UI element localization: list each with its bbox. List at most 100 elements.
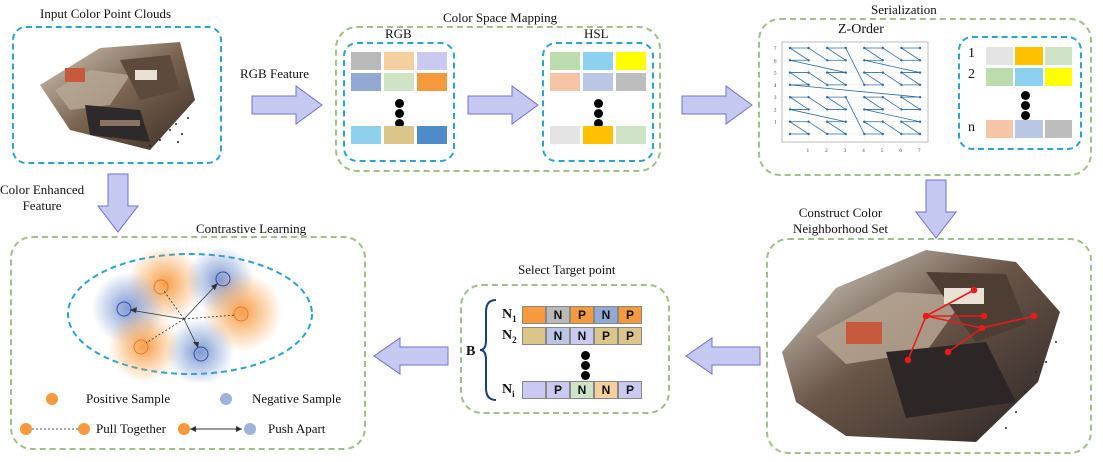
arrow-to-contrastive	[373, 337, 449, 375]
zorder-xtick: 7	[918, 149, 921, 154]
zorder-point	[844, 46, 847, 50]
zorder-point	[825, 46, 829, 50]
arrow-down-right	[914, 179, 958, 239]
row-ni-name: N	[502, 382, 513, 397]
neighborhood-point-cloud-image	[782, 250, 1060, 442]
input-cloud-box	[12, 26, 222, 164]
construct-label: Construct Color Neighborhood Set	[793, 205, 888, 237]
rgb-cell	[351, 52, 381, 70]
rgb-cell	[351, 126, 381, 144]
row-n2-label: N2	[502, 328, 517, 345]
hsl-cell	[616, 52, 646, 70]
contrastive-box	[10, 236, 366, 450]
color-space-box	[335, 26, 661, 172]
zorder-point	[844, 71, 847, 74]
hsl-cell	[550, 73, 580, 91]
b-label: B	[466, 344, 476, 359]
serial-cell	[1044, 68, 1072, 86]
legend-positive-label: Positive Sample	[86, 391, 171, 406]
zorder-point	[825, 120, 829, 123]
zorder-xtick: 1	[807, 149, 810, 154]
rgb-box	[343, 42, 455, 162]
row-n1-label: N1	[502, 307, 517, 324]
zorder-point	[900, 95, 903, 99]
rgb-cell	[417, 73, 447, 91]
serial-cell	[986, 47, 1014, 65]
serial-row-label-1: 1	[968, 46, 975, 61]
serial-cell	[1015, 47, 1043, 65]
zorder-point	[788, 95, 792, 99]
zorder-point	[881, 46, 885, 50]
rgb-grid-top	[351, 52, 447, 91]
construct-line1: Construct Color	[798, 205, 883, 220]
arrow-rgb-to-hsl	[467, 85, 539, 125]
zorder-ytick: 3	[774, 96, 777, 101]
select-title: Select Target point	[518, 262, 616, 277]
row-n2-sub: 2	[512, 334, 517, 345]
zorder-point	[863, 120, 866, 123]
zorder-point	[918, 95, 922, 99]
zorder-point	[788, 132, 792, 136]
zorder-point	[918, 132, 922, 136]
hsl-cell	[583, 73, 613, 91]
zorder-point	[844, 59, 847, 62]
zorder-point	[788, 71, 792, 74]
legend-negative-marker	[220, 393, 232, 405]
zorder-point	[807, 46, 810, 50]
token: P	[618, 327, 642, 345]
zorder-point	[918, 108, 922, 111]
serial-cell	[1015, 120, 1043, 138]
rgb-label: RGB	[385, 26, 412, 41]
zorder-point	[863, 59, 866, 62]
zorder-point	[900, 120, 903, 123]
zorder-point	[881, 120, 885, 123]
zorder-point	[900, 71, 903, 74]
serial-ellipsis	[1020, 90, 1030, 121]
rgb-feature-label: RGB Feature	[240, 66, 309, 81]
token	[522, 327, 546, 345]
zorder-point	[788, 59, 792, 62]
zorder-point	[918, 46, 922, 50]
token: N	[594, 306, 618, 324]
token: N	[570, 327, 594, 345]
arrow-down-left	[96, 173, 140, 233]
token: P	[594, 327, 618, 345]
zorder-point	[788, 108, 792, 111]
hsl-cell	[583, 52, 613, 70]
zorder-point	[900, 132, 903, 136]
contrastive-diagram	[67, 246, 313, 382]
hsl-grid-top	[550, 52, 646, 91]
token: P	[618, 381, 642, 399]
token: N	[546, 327, 570, 345]
zorder-ytick: 1	[774, 121, 777, 126]
serial-row-label-2: 2	[968, 67, 975, 82]
token	[522, 381, 546, 399]
legend-positive-marker	[46, 393, 58, 405]
zorder-point	[863, 132, 866, 136]
rgb-cell	[384, 52, 414, 70]
zorder-point	[918, 59, 922, 62]
color-enhanced-line2: Feature	[22, 198, 62, 213]
zorder-point	[881, 59, 885, 62]
zorder-point	[844, 95, 847, 99]
zorder-xtick: 4	[862, 149, 865, 154]
hsl-ellipsis	[593, 98, 603, 129]
row-n1-tokens: N P N P	[522, 306, 642, 324]
row-ni-tokens: P N N P	[522, 381, 642, 399]
zorder-point	[825, 59, 829, 62]
serial-cell	[986, 120, 1014, 138]
zorder-point	[807, 132, 810, 136]
contrastive-title: Contrastive Learning	[196, 221, 307, 236]
zorder-point	[918, 120, 922, 123]
rgb-cell	[417, 126, 447, 144]
zorder-point	[900, 59, 903, 62]
legend-pull-marker	[20, 423, 90, 435]
zorder-ytick: 2	[774, 108, 777, 113]
zorder-point	[807, 95, 810, 99]
zorder-point	[844, 120, 847, 123]
zorder-point	[825, 132, 829, 136]
zorder-curve	[788, 47, 922, 135]
hsl-grid-bottom	[550, 126, 646, 144]
zorder-point	[825, 95, 829, 99]
b-brace	[479, 299, 497, 401]
